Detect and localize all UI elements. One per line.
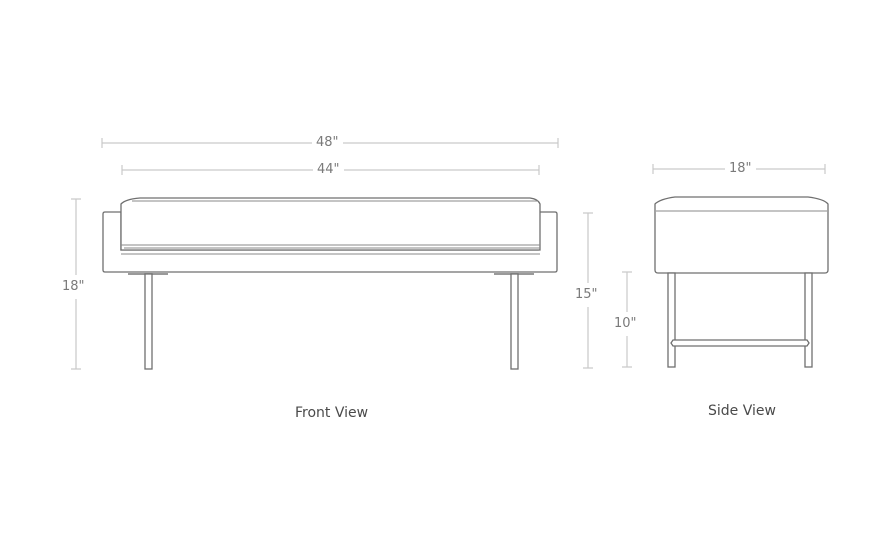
front-view-bench (102, 197, 558, 370)
dim-label-10-height: 10" (614, 312, 637, 336)
side-view-title: Side View (708, 403, 776, 419)
dim-label-18-depth: 18" (725, 161, 756, 177)
side-view-bench (654, 196, 829, 368)
dim-label-18-height: 18" (62, 275, 85, 299)
front-view-title: Front View (295, 405, 369, 421)
dim-label-48: 48" (312, 135, 343, 151)
dim-label-15-height: 15" (575, 283, 598, 307)
dim-label-44: 44" (313, 162, 344, 178)
